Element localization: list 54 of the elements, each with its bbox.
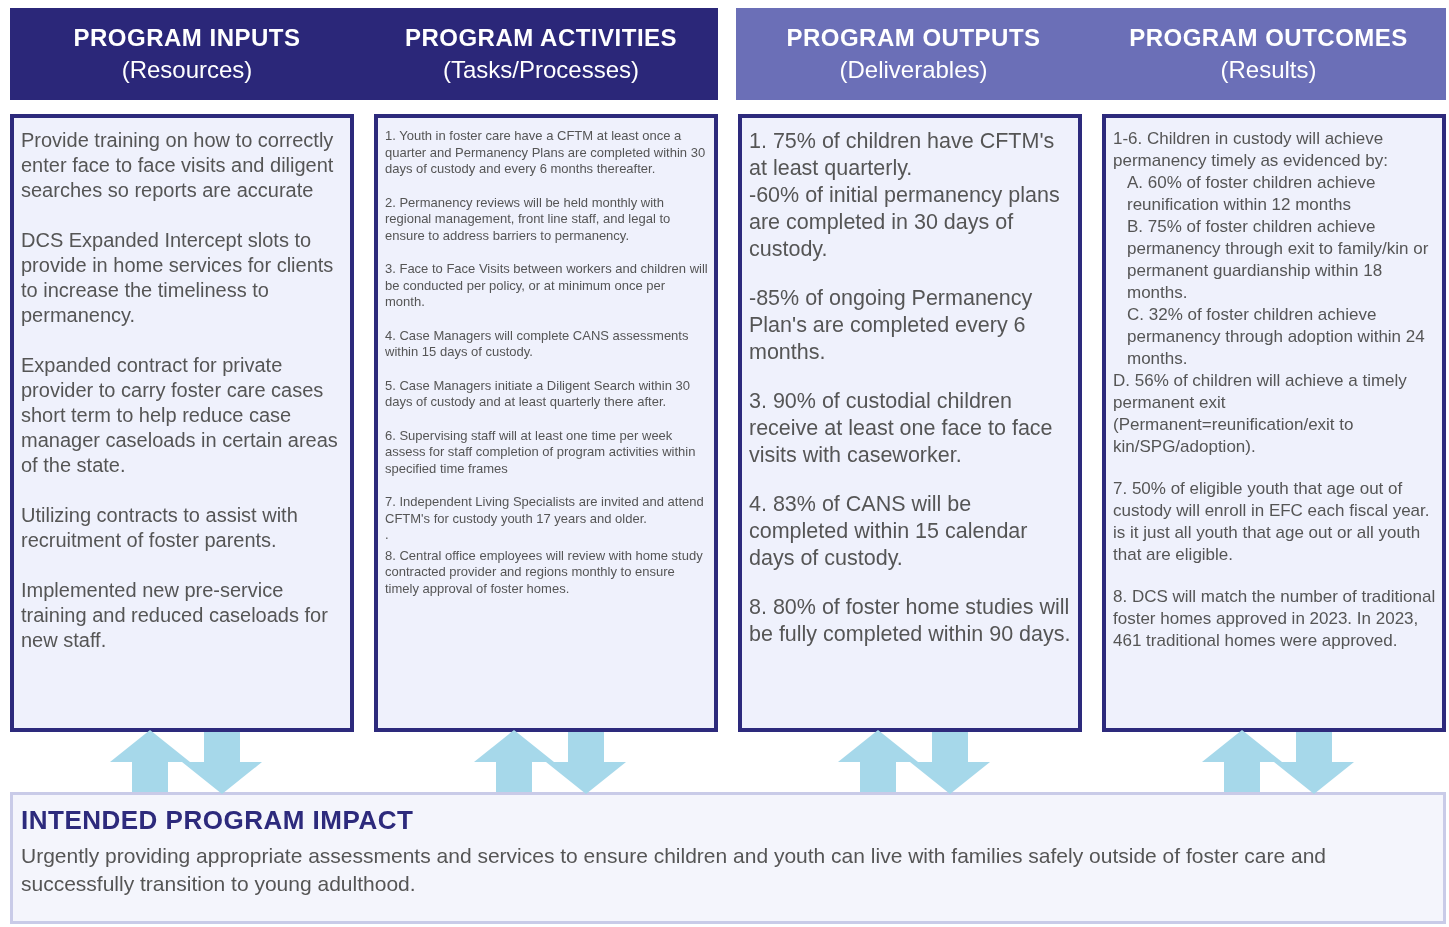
paragraph: 5. Case Managers initiate a Diligent Search within 30 days of custody and at least quarterly there after.: [385, 377, 691, 411]
paragraph: 4. 83% of CANS will be completed within 15 calendar days of custody.: [749, 491, 1029, 572]
arrow: [474, 730, 554, 792]
paragraph: 8. 80% of foster home studies will be fully completed within 90 days.: [749, 594, 1072, 648]
paragraph: 3. Face to Face Visits between workers and children will be conducted per policy, or at minimum once per month.: [385, 261, 708, 311]
column-panel: [738, 114, 1082, 732]
column-header: [736, 8, 1091, 100]
column-header: [10, 8, 364, 100]
header-subtitle: (Deliverables): [839, 56, 988, 84]
impact-statement: Urgently providing appropriate assessments and services to ensure children and youth can live with families safely outside of foster care and successfully transition to young adulthood.: [21, 843, 1327, 897]
arrow: [910, 732, 990, 794]
column-panel: [10, 114, 354, 732]
header-title: PROGRAM OUTCOMES: [1129, 24, 1408, 52]
arrow: [110, 730, 190, 792]
arrow: [1202, 730, 1282, 792]
paragraph: -60% of initial permanency plans are completed in 30 days of custody.: [749, 182, 1061, 263]
header-subtitle: (Results): [1220, 56, 1317, 84]
arrow: [838, 730, 918, 792]
paragraph: 7. 50% of eligible youth that age out of custody will enroll in EFC each fiscal year. is it just all youth that age out or all youth that are eligible.: [1113, 478, 1431, 566]
column-header: [364, 8, 718, 100]
paragraph: 8. DCS will match the number of traditional foster homes approved in 2023. In 2023, 461 traditional homes were approved.: [1113, 586, 1436, 652]
paragraph: 1-6. Children in custody will achieve permanency timely as evidenced by:: [1113, 128, 1389, 172]
paragraph: Provide training on how to correctly enter face to face visits and diligent searches so reports are accurate: [21, 128, 335, 203]
paragraph: 2. Permanency reviews will be held monthly with regional management, front line staff, and legal to ensure to address barriers to permanency.: [385, 194, 672, 244]
paragraph: Expanded contract for private provider to carry foster care cases short term to help reduce case manager caseloads in certain areas of the state.: [21, 353, 339, 478]
arrow: [182, 732, 262, 794]
paragraph: Implemented new pre-service training and reduced caseloads for new staff.: [21, 578, 329, 653]
impact-panel: [10, 792, 1446, 924]
column-panel: [374, 114, 718, 732]
header-title: PROGRAM OUTPUTS: [786, 24, 1041, 52]
paragraph: 4. Case Managers will complete CANS assessments within 15 days of custody.: [385, 327, 690, 361]
paragraph: -85% of ongoing Permanency Plan's are completed every 6 months.: [749, 285, 1034, 366]
paragraph: DCS Expanded Intercept slots to provide in home services for clients to increase the timeliness to permanency.: [21, 228, 335, 328]
header-title: PROGRAM INPUTS: [73, 24, 301, 52]
paragraph: C. 32% of foster children achieve permanency through adoption within 24 months.: [1126, 304, 1426, 370]
arrow: [546, 732, 626, 794]
paragraph: 6. Supervising staff will at least one time per week assess for staff completion of program activities within specified time frames: [385, 427, 697, 477]
header-subtitle: (Resources): [121, 56, 253, 84]
header-subtitle: (Tasks/Processes): [442, 56, 639, 84]
impact-heading: INTENDED PROGRAM IMPACT: [21, 805, 415, 836]
arrow: [1274, 732, 1354, 794]
paragraph: Utilizing contracts to assist with recruitment of foster parents.: [21, 503, 299, 553]
paragraph: 1. 75% of children have CFTM's at least quarterly.: [749, 128, 1056, 182]
column-header: [1091, 8, 1446, 100]
paragraph: .: [385, 527, 390, 544]
paragraph: 8. Central office employees will review with home study contracted provider and regions monthly to ensure timely approval of foster homes.: [385, 547, 704, 597]
paragraph: 1. Youth in foster care have a CFTM at least once a quarter and Permanency Plans are completed within 30 days of custody and every 6 months thereafter.: [385, 128, 707, 178]
paragraph: D. 56% of children will achieve a timely permanent exit (Permanent=reunification/exit to kin/SPG/adoption).: [1113, 370, 1408, 458]
header-title: PROGRAM ACTIVITIES: [404, 24, 678, 52]
paragraph: 3. 90% of custodial children receive at least one face to face visits with caseworker.: [749, 388, 1054, 469]
paragraph: 7. Independent Living Specialists are invited and attend CFTM's for custody youth 17 years and older.: [385, 494, 705, 527]
paragraph: B. 75% of foster children achieve permanency through exit to family/kin or permanent guardianship within 18 months.: [1126, 216, 1430, 304]
paragraph: A. 60% of foster children achieve reunification within 12 months: [1126, 172, 1377, 216]
column-panel: [1102, 114, 1446, 732]
